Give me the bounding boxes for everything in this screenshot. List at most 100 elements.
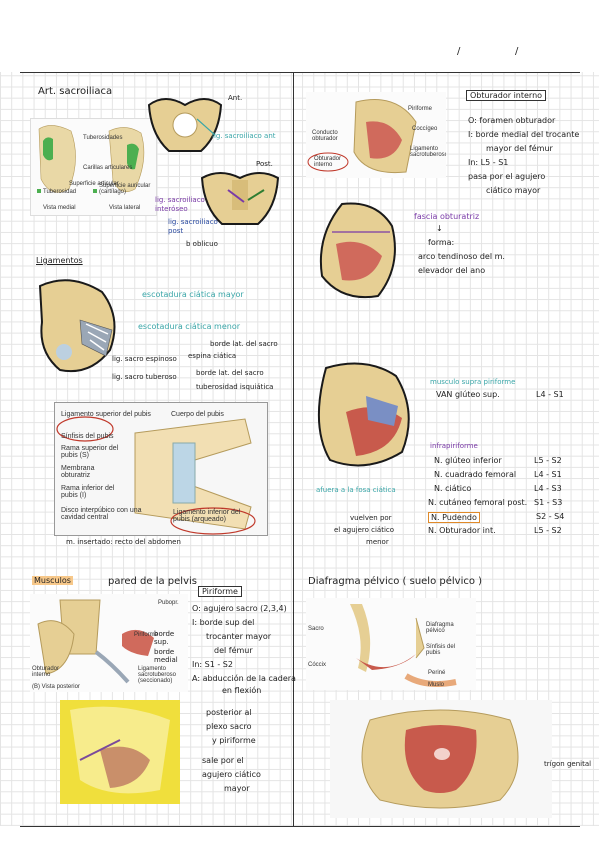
label-pubopr: Pubopr.: [158, 600, 179, 606]
label-trigono-genital: trígon genital: [544, 760, 592, 768]
pelvic-muscles-colored-image: [60, 700, 180, 804]
nerve-ciatico-levels: L4 - S3: [534, 484, 562, 493]
obturador-insercion-1: I: borde medial del trocante: [468, 130, 580, 139]
pelvic-muscles-illustration: [60, 700, 180, 804]
label-tuberosidad: Tuberosidad: [43, 189, 77, 195]
label-superficie: Superficie articular: [69, 181, 119, 187]
section-title-ligamentos: Ligamentos: [36, 256, 83, 265]
label-escotadura-menor: escotadura ciática menor: [138, 322, 240, 331]
obturator-illustration: [307, 99, 417, 174]
pelvis-anterior-image: [145, 95, 225, 157]
label-diafragma-pelvico: Diafragma pélvico: [426, 622, 454, 634]
nerve-pudendo-levels: S2 - S4: [536, 512, 565, 521]
label-lig-sacroiliaco-post: lig. sacroiliaco post: [168, 218, 218, 235]
label-vuelven-3: menor: [366, 538, 389, 546]
obturador-insercion-2: mayor del fémur: [486, 144, 553, 153]
obturador-pasa-1: pasa por el agujero: [468, 172, 546, 181]
pelvic-diaphragm-lateral-illustration: [350, 604, 457, 687]
piriforme-insercion-2: trocanter mayor: [206, 632, 272, 641]
label-vista-posterior: (B) Vista posterior: [32, 684, 80, 690]
box-obturador-interno-title: Obturador interno: [466, 90, 547, 101]
top-rule: [20, 72, 580, 73]
section-title-art-sacroiliaca: Art. sacroiliaca: [38, 86, 113, 97]
label-superficie-auricular: Superficie auricular (cartílago): [99, 183, 151, 195]
nerve-obturador-int: N. Obturador int.: [428, 526, 496, 535]
label-rama-superior: Rama superior del pubis (S): [61, 445, 119, 459]
pelvis-posterior-illustration: [200, 172, 280, 225]
obturator-internus-image: Piriforme Coccígeo Conducto obturador Ob…: [306, 92, 446, 178]
piriformis-illustration: [37, 599, 154, 684]
bottom-rule: [20, 826, 580, 827]
label-musculo-supra-piriforme: musculo supra piriforme: [430, 378, 516, 386]
box-piriforme-title: Piriforme: [198, 586, 242, 597]
hip-bone-ligaments-illustration: [38, 279, 116, 372]
label-muslo: Muslo: [428, 682, 445, 688]
label-espina-ciatica: espina ciática: [188, 352, 237, 360]
sacroiliac-illustration: [37, 125, 145, 193]
label-van-levels: L4 - S1: [536, 390, 564, 399]
label-carillas: Carillas articulares: [83, 165, 133, 171]
section-title-diafragma-pelvico: Diafragma pélvico ( suelo pélvico ): [308, 576, 483, 587]
label-rama-inferior: Rama inferior del pubis (I): [61, 485, 115, 499]
label-lig-sacrotuberoso: lig. sacro tuberoso: [112, 373, 177, 381]
label-afuera-fosa-ciatica: afuera a la fosa ciática: [316, 486, 396, 494]
date-separator: /: [457, 46, 461, 57]
pelvic-floor-inferior-illustration: [361, 709, 519, 809]
piriforme-accion-2: en flexión: [222, 686, 262, 695]
obturador-pasa-2: ciático mayor: [486, 186, 541, 195]
page-footer-area: [0, 826, 599, 848]
label-post: Post.: [256, 160, 273, 168]
note-posterior-2: plexo sacro: [206, 722, 252, 731]
pelvic-diaphragm-lateral-image: Sacro Cóccix Diafragma pélvico Sínfisis …: [306, 598, 476, 690]
pelvis-posterior-image: [198, 170, 282, 228]
label-tuberosidades: Tuberosidades: [83, 135, 123, 141]
label-van-gluteo-sup: VAN glúteo sup.: [436, 390, 500, 399]
label-piriforme-fig: Piriforme: [134, 632, 159, 638]
section-title-musculos: Musculos: [32, 576, 73, 585]
obturador-inervacion: In: L5 - S1: [468, 158, 509, 167]
arrow-down: ↓: [436, 224, 443, 233]
label-forma: forma:: [428, 238, 455, 247]
label-obturador-interno: Obturador interno: [32, 666, 60, 678]
page-header-area: [0, 0, 599, 72]
label-vuelven-1: vuelven por: [350, 514, 392, 522]
obturator-fascia-illustration: [319, 202, 396, 299]
label-lig-sacroiliaco-ant: lig. sacroiliaco ant: [212, 132, 276, 140]
nerve-gluteo-inferior: N. glúteo inferior: [434, 456, 502, 465]
note-sale-1: sale por el: [202, 756, 244, 765]
obturador-origen: O: foramen obturador: [468, 116, 556, 125]
pelvis-anterior-illustration: [147, 98, 223, 152]
label-sacro: Sacro: [308, 626, 324, 632]
label-cuerpo-pubis: Cuerpo del pubis: [171, 411, 224, 418]
label-fascia-obturatriz: fascia obturatriz: [414, 212, 480, 221]
label-borde-lat-sacro-2: borde lat. del sacro: [196, 369, 264, 377]
piriforme-accion-1: A: abducción de la cadera: [192, 674, 296, 683]
pubic-symphysis-illustration: [56, 416, 256, 535]
note-sale-3: mayor: [224, 784, 250, 793]
pelvic-floor-inferior-image: [330, 700, 552, 818]
subtitle-pared-pelvis: pared de la pelvis: [108, 576, 197, 587]
nerve-cutaneo-femoral-post: N. cutáneo femoral post.: [428, 498, 528, 507]
label-obturador-interno-fig: Obturador interno: [314, 156, 342, 168]
label-piriforme-obt: Piriforme: [408, 106, 433, 112]
piriforme-origen: O: agujero sacro (2,3,4): [192, 604, 287, 613]
label-arco-tendinoso-2: elevador del ano: [418, 266, 486, 275]
nerve-cuadrado-femoral: N. cuadrado femoral: [434, 470, 517, 479]
date-separator: /: [515, 46, 519, 57]
label-vista-medial: Vista medial: [43, 205, 76, 211]
piriforme-insercion-1: I: borde sup del: [192, 618, 255, 627]
label-vista-lateral: Vista lateral: [109, 205, 141, 211]
label-lig-inferior-pubis: Ligamento inferior del pubis (arqueado): [173, 509, 241, 523]
piriforme-inervacion: In: S1 - S2: [192, 660, 233, 669]
nerve-gluteo-inferior-levels: L5 - S2: [534, 456, 562, 465]
nerve-cuadrado-femoral-levels: L4 - S1: [534, 470, 562, 479]
label-coccix: Cóccix: [308, 662, 327, 668]
column-divider: [293, 72, 294, 826]
label-lig-sacrotuberoso-fig: Ligamento sacrotuberoso (seccionado): [138, 666, 177, 684]
piriformis-posterior-image: Obturador interno (B) Vista posterior Pi…: [30, 594, 188, 692]
label-ant: Ant.: [228, 94, 243, 102]
label-perine: Periné: [428, 670, 446, 676]
hip-bone-ligaments-image: [30, 272, 130, 382]
nerve-ciatico: N. ciático: [434, 484, 472, 493]
label-disco-interpubico: Disco interpúbico con una cavidad centra…: [61, 507, 142, 521]
